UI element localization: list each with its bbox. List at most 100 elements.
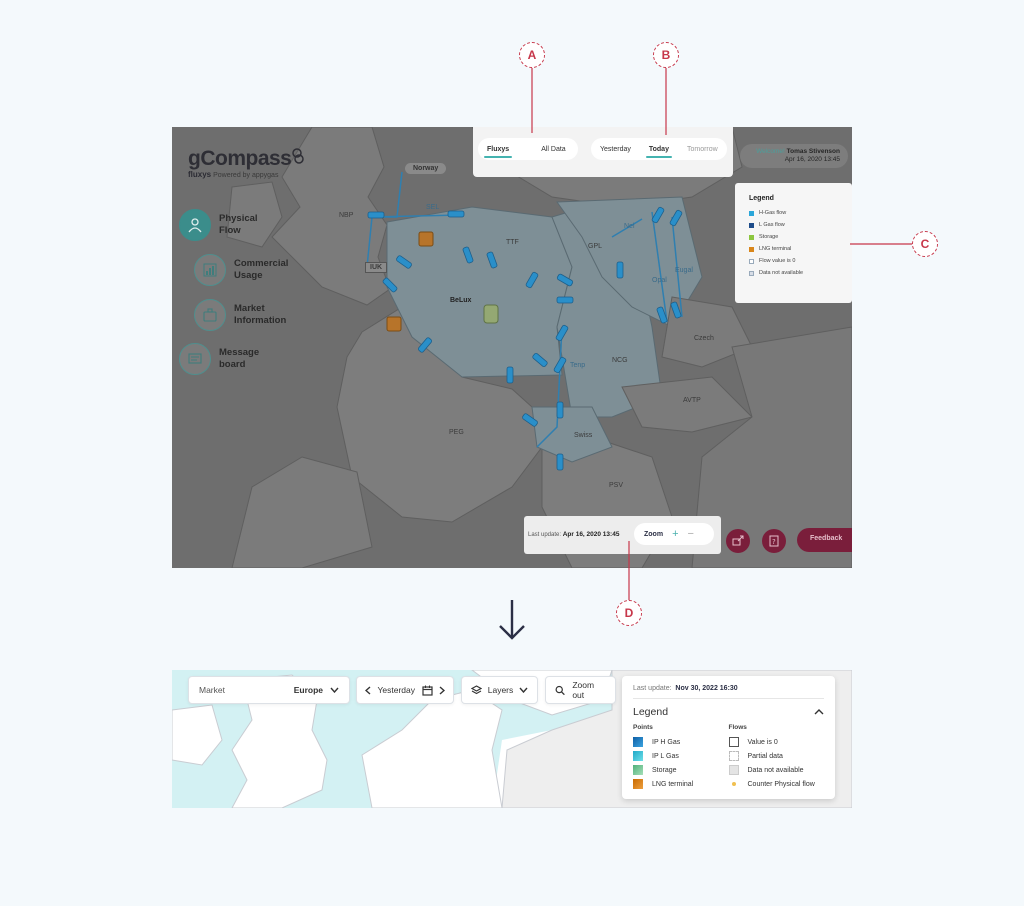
legend-flows-title: Flows [728,724,747,731]
ip-hgas-marker[interactable] [532,352,548,368]
logo-sub-text: Powered by appygas [213,172,279,179]
legend-label: Value is 0 [747,738,778,746]
market-select[interactable]: Market Europe [188,676,350,704]
ip-hgas-marker[interactable] [462,246,474,264]
legend-item: Storage [749,234,838,240]
legend-item: L Gas flow [749,222,838,228]
zoom-out-label: Zoom out [572,680,595,700]
ip-hgas-marker[interactable] [556,453,564,471]
date-picker[interactable]: Yesterday [356,676,454,704]
toggle-option-today[interactable]: Today [640,146,678,158]
legend-title: Legend [633,706,669,718]
logo-text: gCompass [188,147,292,170]
toggle-option-yesterday[interactable]: Yesterday [600,145,631,153]
ip-hgas-marker[interactable] [669,209,683,227]
nav-label: Market Information [234,303,287,326]
layers-icon [471,684,482,694]
layers-button[interactable]: Layers [461,676,538,704]
zoom-out-button[interactable]: − [687,528,694,540]
user-badge[interactable]: Welcome! Tomas Stivenson Apr 16, 2020 13… [740,144,848,168]
swatch [728,737,739,747]
data-source-toggle[interactable]: Fluxys All Data [478,138,578,160]
chevron-right-icon[interactable] [439,685,445,695]
legend-label: LNG terminal [759,246,792,252]
swatch [749,246,754,252]
ip-hgas-marker[interactable] [556,401,564,419]
legend-item: Partial data [728,749,825,763]
legend-flows-column: Flows Value is 0 Partial data Data not a… [728,724,825,791]
swatch [749,222,754,228]
ip-hgas-marker[interactable] [506,366,514,384]
map-region-uk [271,127,391,306]
map-label[interactable]: Norway [405,163,447,174]
ip-hgas-marker[interactable] [656,306,668,324]
nav-item-market-information[interactable]: Market Information [194,299,286,331]
swatch [729,779,739,789]
map-label: Opal [652,277,667,284]
nav-item-commercial-usage[interactable]: Commercial Usage [194,254,288,286]
flow-markers [367,206,683,471]
legend-item: LNG terminal [749,246,838,252]
legend-item: Counter Physical flow [729,777,825,791]
map-region-continent [361,689,503,808]
ip-hgas-marker[interactable] [447,210,465,218]
ip-hgas-marker[interactable] [396,255,413,269]
map-label: SEL [426,204,440,211]
zoom-in-button[interactable]: + [672,528,679,540]
ip-hgas-marker[interactable] [670,301,682,319]
lng-terminal-marker[interactable] [386,316,402,332]
ip-hgas-marker[interactable] [553,356,567,374]
ip-hgas-marker[interactable] [616,261,624,279]
calendar-icon[interactable] [421,685,433,696]
lng-terminal-marker[interactable] [418,231,434,247]
ip-hgas-marker[interactable] [486,251,498,269]
ip-hgas-marker[interactable] [382,277,398,293]
new-app-screenshot: Market Europe Yesterday Layers Zoom out … [172,670,852,808]
pipeline-nel [611,218,643,238]
chevron-down-icon [330,687,339,693]
callout-c: C [912,231,938,257]
map-label: NCG [612,357,628,364]
swatch [749,210,754,216]
legend-points-column: Points IP H Gas IP L Gas Storage LNG ter… [633,724,729,791]
last-update-label: Last update: [528,532,562,538]
export-button[interactable] [726,529,750,553]
nav-item-message-board[interactable]: Message board [179,343,259,375]
toggle-option-all-data[interactable]: All Data [541,145,566,153]
ip-hgas-marker[interactable] [651,206,665,224]
feedback-button[interactable]: Feedback [797,528,852,552]
map-label: TTF [506,239,519,246]
map-region-ireland [172,704,223,766]
day-toggle[interactable]: Yesterday Today Tomorrow [591,138,727,160]
toggle-option-tomorrow[interactable]: Tomorrow [686,145,718,153]
zoom-control: Zoom + − [634,523,714,545]
map-label: PEG [449,429,464,436]
map-label[interactable]: IUK [365,262,388,273]
ip-hgas-marker[interactable] [556,296,574,304]
ip-hgas-marker[interactable] [555,324,569,342]
ip-hgas-marker[interactable] [556,273,574,287]
pipeline-opal [651,211,668,323]
last-update-label: Last update: [633,685,672,692]
swatch [633,751,643,761]
map-label: PSV [609,482,624,489]
chevron-up-icon[interactable] [814,709,824,715]
swatch [749,270,754,276]
map-label: GPL [588,243,603,250]
toggle-option-fluxys[interactable]: Fluxys [478,146,518,158]
ip-hgas-marker[interactable] [525,271,539,289]
ip-hgas-marker[interactable] [367,211,385,219]
map-region-iberia [231,456,373,568]
chevron-left-icon[interactable] [365,685,371,695]
zoom-out-button[interactable]: Zoom out [545,676,616,704]
ip-hgas-marker[interactable] [417,337,433,353]
legend-label: H-Gas flow [759,210,787,216]
nav-item-physical-flow[interactable]: Physical Flow [179,209,258,241]
ip-hgas-marker[interactable] [522,413,539,427]
app-logo: gCompass fluxys Powered by appygas [188,147,305,179]
help-button[interactable]: ? [762,529,786,553]
toggle-panel: Fluxys All Data Yesterday Today Tomorrow [473,127,733,177]
map-label: Eugal [675,267,693,274]
storage-marker[interactable] [483,304,499,324]
logo-sub-brand: fluxys [188,170,212,179]
